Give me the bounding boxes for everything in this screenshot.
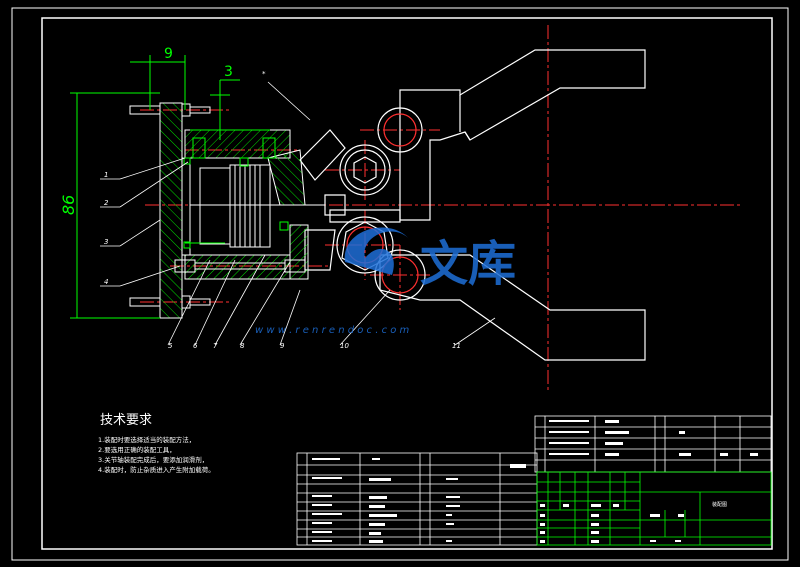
notes-line-3: 3.关节轴装配完成后，要添加润滑剂， [98,455,208,464]
technical-notes: 技术要求 1.装配时要选择适当的装配方法， 2.要选用正确的装配工具， 3.关节… [98,413,215,474]
watermark: 文库 w w w . r e n r e n d o c . c o m [255,227,516,336]
part-label-10: 10 [340,342,349,350]
piston-assembly [183,137,325,249]
notes-line-4: 4.装配时，防止杂质进入产生附加载荷。 [98,465,215,474]
notes-line-1: 1.装配时要选择适当的装配方法， [98,435,195,444]
part-label-6: 6 [193,342,198,350]
part-label-7: 7 [213,342,218,350]
link-plates [299,129,401,271]
part-label-8: 8 [240,342,245,350]
part-label-1: 1 [104,171,108,179]
watermark-logo-text: 文库 [420,236,516,292]
parts-list-upper-cells [549,420,758,456]
watermark-url: w w w . r e n r e n d o c . c o m [255,325,410,336]
leader-lines [100,81,496,346]
part-label-3: 3 [104,238,108,246]
part-label-5: 5 [168,342,173,350]
gripper-arms [379,49,646,361]
dimension-top-text: 9 [164,46,173,62]
bolts [129,103,306,309]
parts-list-lower-cells [312,458,526,543]
cylinder-body [159,102,309,319]
dimensions [70,55,270,319]
title-block [536,471,772,546]
joint-pins [336,107,426,301]
notes-title: 技术要求 [100,413,152,428]
drawing-frame [11,7,789,561]
watermark-logo-icon [344,227,410,275]
part-label-4: 4 [104,278,108,286]
part-number-labels: 1 2 3 4 5 6 7 8 9 10 11 * [104,70,461,350]
title-block-cells [540,504,684,543]
parts-list-upper [534,415,772,473]
dimension-small-text: 3 [224,64,233,80]
parts-list-lower [296,452,538,546]
asterisk-label: * [262,70,266,78]
part-label-11: 11 [452,342,461,350]
dimension-vertical-text: 86 [59,195,78,215]
title-block-name: 装配图 [712,501,727,508]
part-label-2: 2 [104,199,109,207]
part-label-9: 9 [280,342,285,350]
notes-line-2: 2.要选用正确的装配工具， [98,445,176,454]
